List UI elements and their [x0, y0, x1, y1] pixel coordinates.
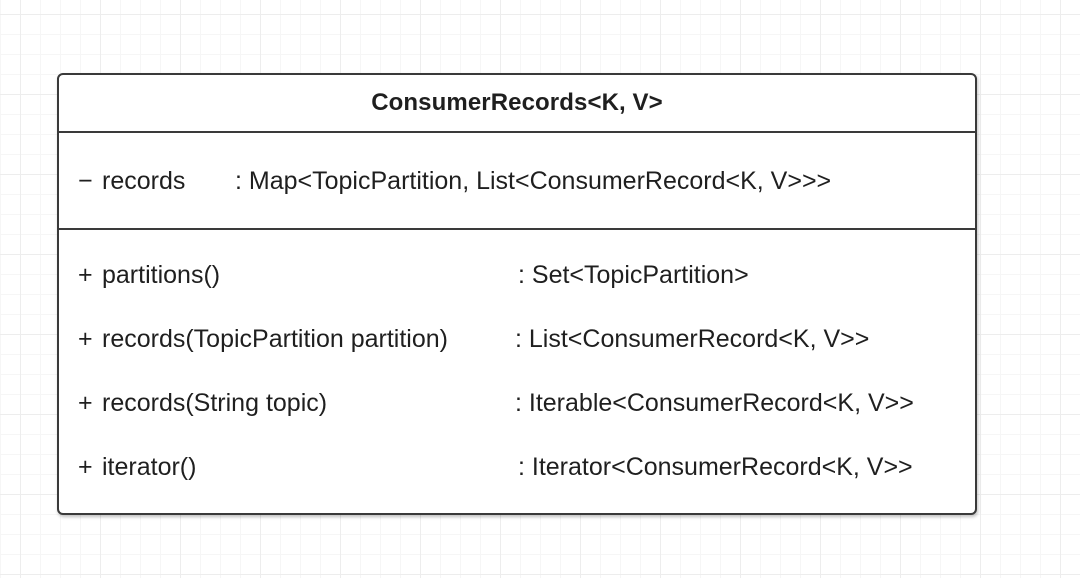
operation-visibility: +	[78, 261, 93, 289]
operation-visibility: +	[78, 389, 93, 417]
attribute-name: records	[102, 167, 186, 195]
attribute-row: − records : Map<TopicPartition, List<Con…	[78, 166, 831, 196]
operation-signature: records(String topic)	[102, 389, 328, 417]
class-name: ConsumerRecords<K, V>	[371, 89, 663, 116]
operation-return-type: : List<ConsumerRecord<K, V>>	[515, 325, 870, 353]
operation-row: + partitions() : Set<TopicPartition>	[78, 260, 749, 290]
operation-return-type: : Iterable<ConsumerRecord<K, V>>	[515, 389, 914, 417]
operation-signature: partitions()	[102, 261, 221, 289]
class-name-header: ConsumerRecords<K, V>	[59, 75, 975, 133]
operations-compartment: + partitions() : Set<TopicPartition> + r…	[59, 230, 975, 510]
operation-visibility: +	[78, 325, 93, 353]
operation-signature: records(TopicPartition partition)	[102, 325, 448, 353]
attribute-visibility: −	[78, 167, 93, 195]
operation-signature: iterator()	[102, 453, 197, 481]
operation-row: + iterator() : Iterator<ConsumerRecord<K…	[78, 452, 913, 482]
operation-visibility: +	[78, 453, 93, 481]
uml-class-box[interactable]: ConsumerRecords<K, V> − records : Map<To…	[57, 73, 977, 515]
attributes-compartment: − records : Map<TopicPartition, List<Con…	[59, 133, 975, 230]
operation-return-type: : Iterator<ConsumerRecord<K, V>>	[518, 453, 913, 481]
operation-row: + records(String topic) : Iterable<Consu…	[78, 388, 914, 418]
operation-return-type: : Set<TopicPartition>	[518, 261, 749, 289]
operation-row: + records(TopicPartition partition) : Li…	[78, 324, 869, 354]
attribute-type: : Map<TopicPartition, List<ConsumerRecor…	[235, 167, 832, 195]
